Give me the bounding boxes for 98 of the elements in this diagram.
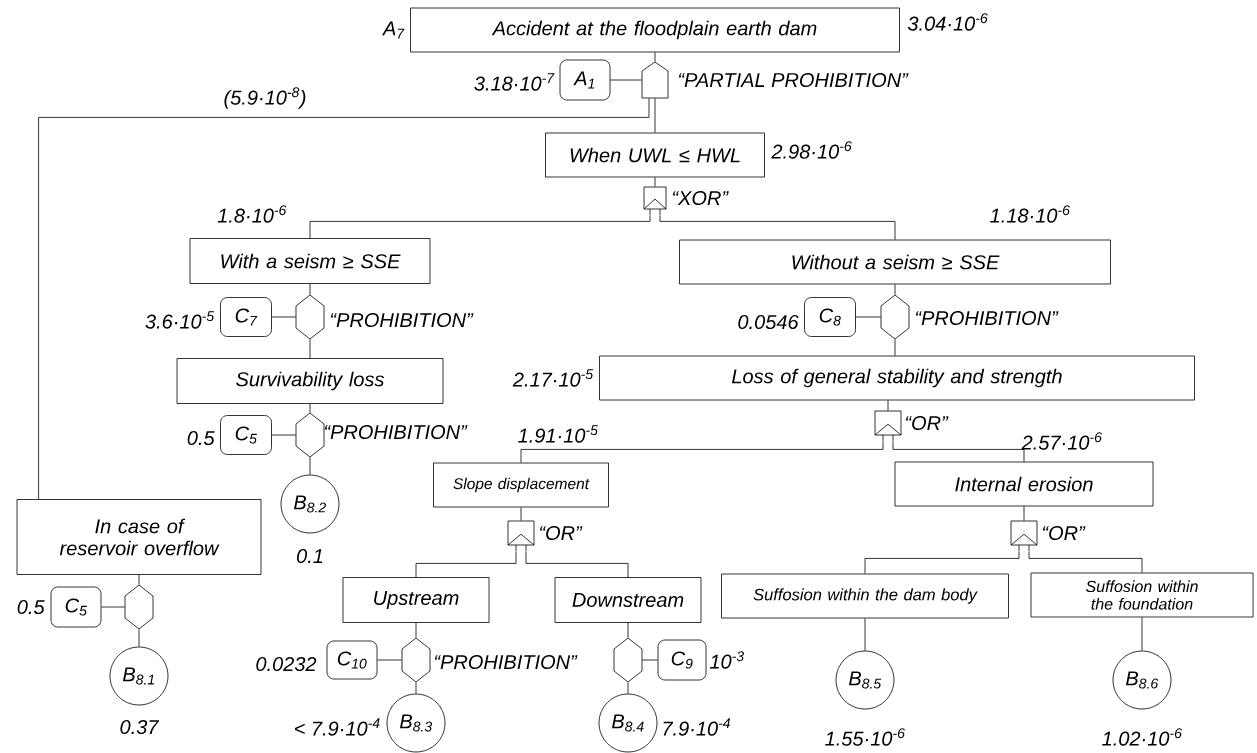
connector-line <box>415 682 417 694</box>
probability-value: 3.04·10$^{-6}$ <box>907 13 988 31</box>
gate-type-label: “PROHIBITION” <box>324 424 468 440</box>
probability-value: 0.5 <box>187 430 215 446</box>
gate-type-label: “PROHIBITION” <box>434 654 578 670</box>
connector-line <box>271 316 296 318</box>
connector-line <box>309 403 311 413</box>
connector-line <box>642 659 658 661</box>
connector-line <box>627 682 629 694</box>
gate-type-label: “PARTIAL PROHIBITION” <box>678 72 909 88</box>
condition-box: C$_{5}$ <box>220 415 272 455</box>
connector-line <box>38 98 650 500</box>
gate-type-label: “OR” <box>1042 525 1086 541</box>
connector-line <box>627 622 629 638</box>
gate-symbol <box>613 637 643 683</box>
connector-line <box>654 52 656 62</box>
connector-line <box>610 79 642 81</box>
probability-value: 1.18·10$^{-6}$ <box>990 205 1070 223</box>
connector-line <box>855 316 881 318</box>
probability-value: 0.37 <box>120 719 160 735</box>
gate-symbol <box>507 520 535 552</box>
connector-line <box>309 283 311 295</box>
probability-value: 0.0546 <box>738 314 799 330</box>
connector-line <box>1023 506 1025 521</box>
condition-box: A$_{1}$ <box>559 59 611 101</box>
probability-value: 2.98·10$^{-6}$ <box>771 141 852 159</box>
probability-value: < 7.9·10$^{-4}$ <box>295 718 380 736</box>
connector-line <box>864 618 866 651</box>
connector-line <box>377 659 402 661</box>
probability-value: 7.9·10$^{-4}$ <box>663 718 731 736</box>
connector-line <box>415 551 517 578</box>
condition-box: C$_{8}$ <box>804 297 856 337</box>
event-box: In case of reservoir overflow <box>16 499 262 575</box>
condition-box: C$_{7}$ <box>220 297 272 337</box>
connector-line <box>309 215 651 239</box>
gate-type-label: “PROHIBITION” <box>915 310 1059 326</box>
connector-line <box>101 606 125 608</box>
probability-value: 0.1 <box>296 548 323 564</box>
gate-symbol <box>295 294 325 340</box>
event-box: When UWL ≤ HWL <box>545 132 765 178</box>
gate-symbol <box>641 61 669 99</box>
connector-line <box>1141 617 1143 651</box>
connector-line <box>654 98 656 133</box>
connector-line <box>309 457 311 475</box>
connector-line <box>520 507 522 521</box>
probability-value: 3.18·10$^{-7}$ <box>474 73 555 91</box>
connector-line <box>887 400 889 411</box>
connector-line <box>525 551 629 578</box>
gate-symbol <box>880 294 910 340</box>
gate-symbol <box>401 637 431 683</box>
gate-symbol <box>124 584 154 630</box>
connector-line <box>1028 551 1143 573</box>
connector-line <box>894 339 896 356</box>
connector-line <box>415 622 417 638</box>
event-box: Upstream <box>342 577 490 623</box>
event-box: Suffosion within the foundation <box>1030 572 1254 618</box>
connector-line <box>520 441 884 463</box>
connector-line <box>654 177 656 187</box>
gate-type-label: “OR” <box>905 415 949 431</box>
probability-value: 3.6·10$^{-5}$ <box>145 311 215 329</box>
probability-value: 0.0232 <box>256 656 317 672</box>
probability-value: 2.57·10$^{-6}$ <box>1021 432 1102 450</box>
event-box: Survivability loss <box>176 358 444 404</box>
connector-line <box>138 629 140 647</box>
event-box: Loss of general stability and strength <box>599 355 1195 401</box>
connector-line <box>271 434 296 436</box>
gate-type-label: “OR” <box>539 525 583 541</box>
probability-value: 10$^{-3}$ <box>709 651 744 669</box>
condition-box: C$_{9}$ <box>657 639 707 681</box>
connector-line <box>894 284 896 295</box>
event-box: Suffosion within the dam body <box>721 573 1009 619</box>
event-box: Downstream <box>554 577 702 623</box>
connector-line <box>138 574 140 585</box>
event-box: Without a seism ≥ SSE <box>679 239 1111 285</box>
probability-value: 0.5 <box>17 599 45 615</box>
gate-symbol <box>874 410 902 442</box>
event-box: Slope displacement <box>433 462 609 508</box>
probability-value: (5.9·10$^{-8}$) <box>224 87 306 109</box>
condition-box: C$_{10}$ <box>326 640 378 680</box>
gate-symbol <box>643 186 667 216</box>
probability-value: 2.17·10$^{-5}$ <box>512 369 594 387</box>
event-box: With a seism ≥ SSE <box>189 238 431 284</box>
gate-symbol <box>295 412 325 458</box>
gate-symbol <box>1010 520 1038 552</box>
probability-value: 1.02·10$^{-6}$ <box>1102 728 1182 746</box>
event-label: A$_{7}$ <box>382 21 405 39</box>
event-box: Accident at the floodplain earth dam <box>410 7 900 53</box>
probability-value: 1.8·10$^{-6}$ <box>217 205 287 223</box>
connector-line <box>864 551 1020 574</box>
connector-line <box>309 339 311 359</box>
gate-type-label: “XOR” <box>672 190 729 206</box>
condition-box: C$_{5}$ <box>50 586 102 628</box>
connector-line <box>659 215 896 240</box>
event-box: Internal erosion <box>894 461 1154 507</box>
connector-line <box>892 441 1025 462</box>
probability-value: 1.55·10$^{-6}$ <box>825 728 905 746</box>
gate-type-label: “PROHIBITION” <box>330 312 474 328</box>
probability-value: 1.91·10$^{-5}$ <box>518 425 598 443</box>
